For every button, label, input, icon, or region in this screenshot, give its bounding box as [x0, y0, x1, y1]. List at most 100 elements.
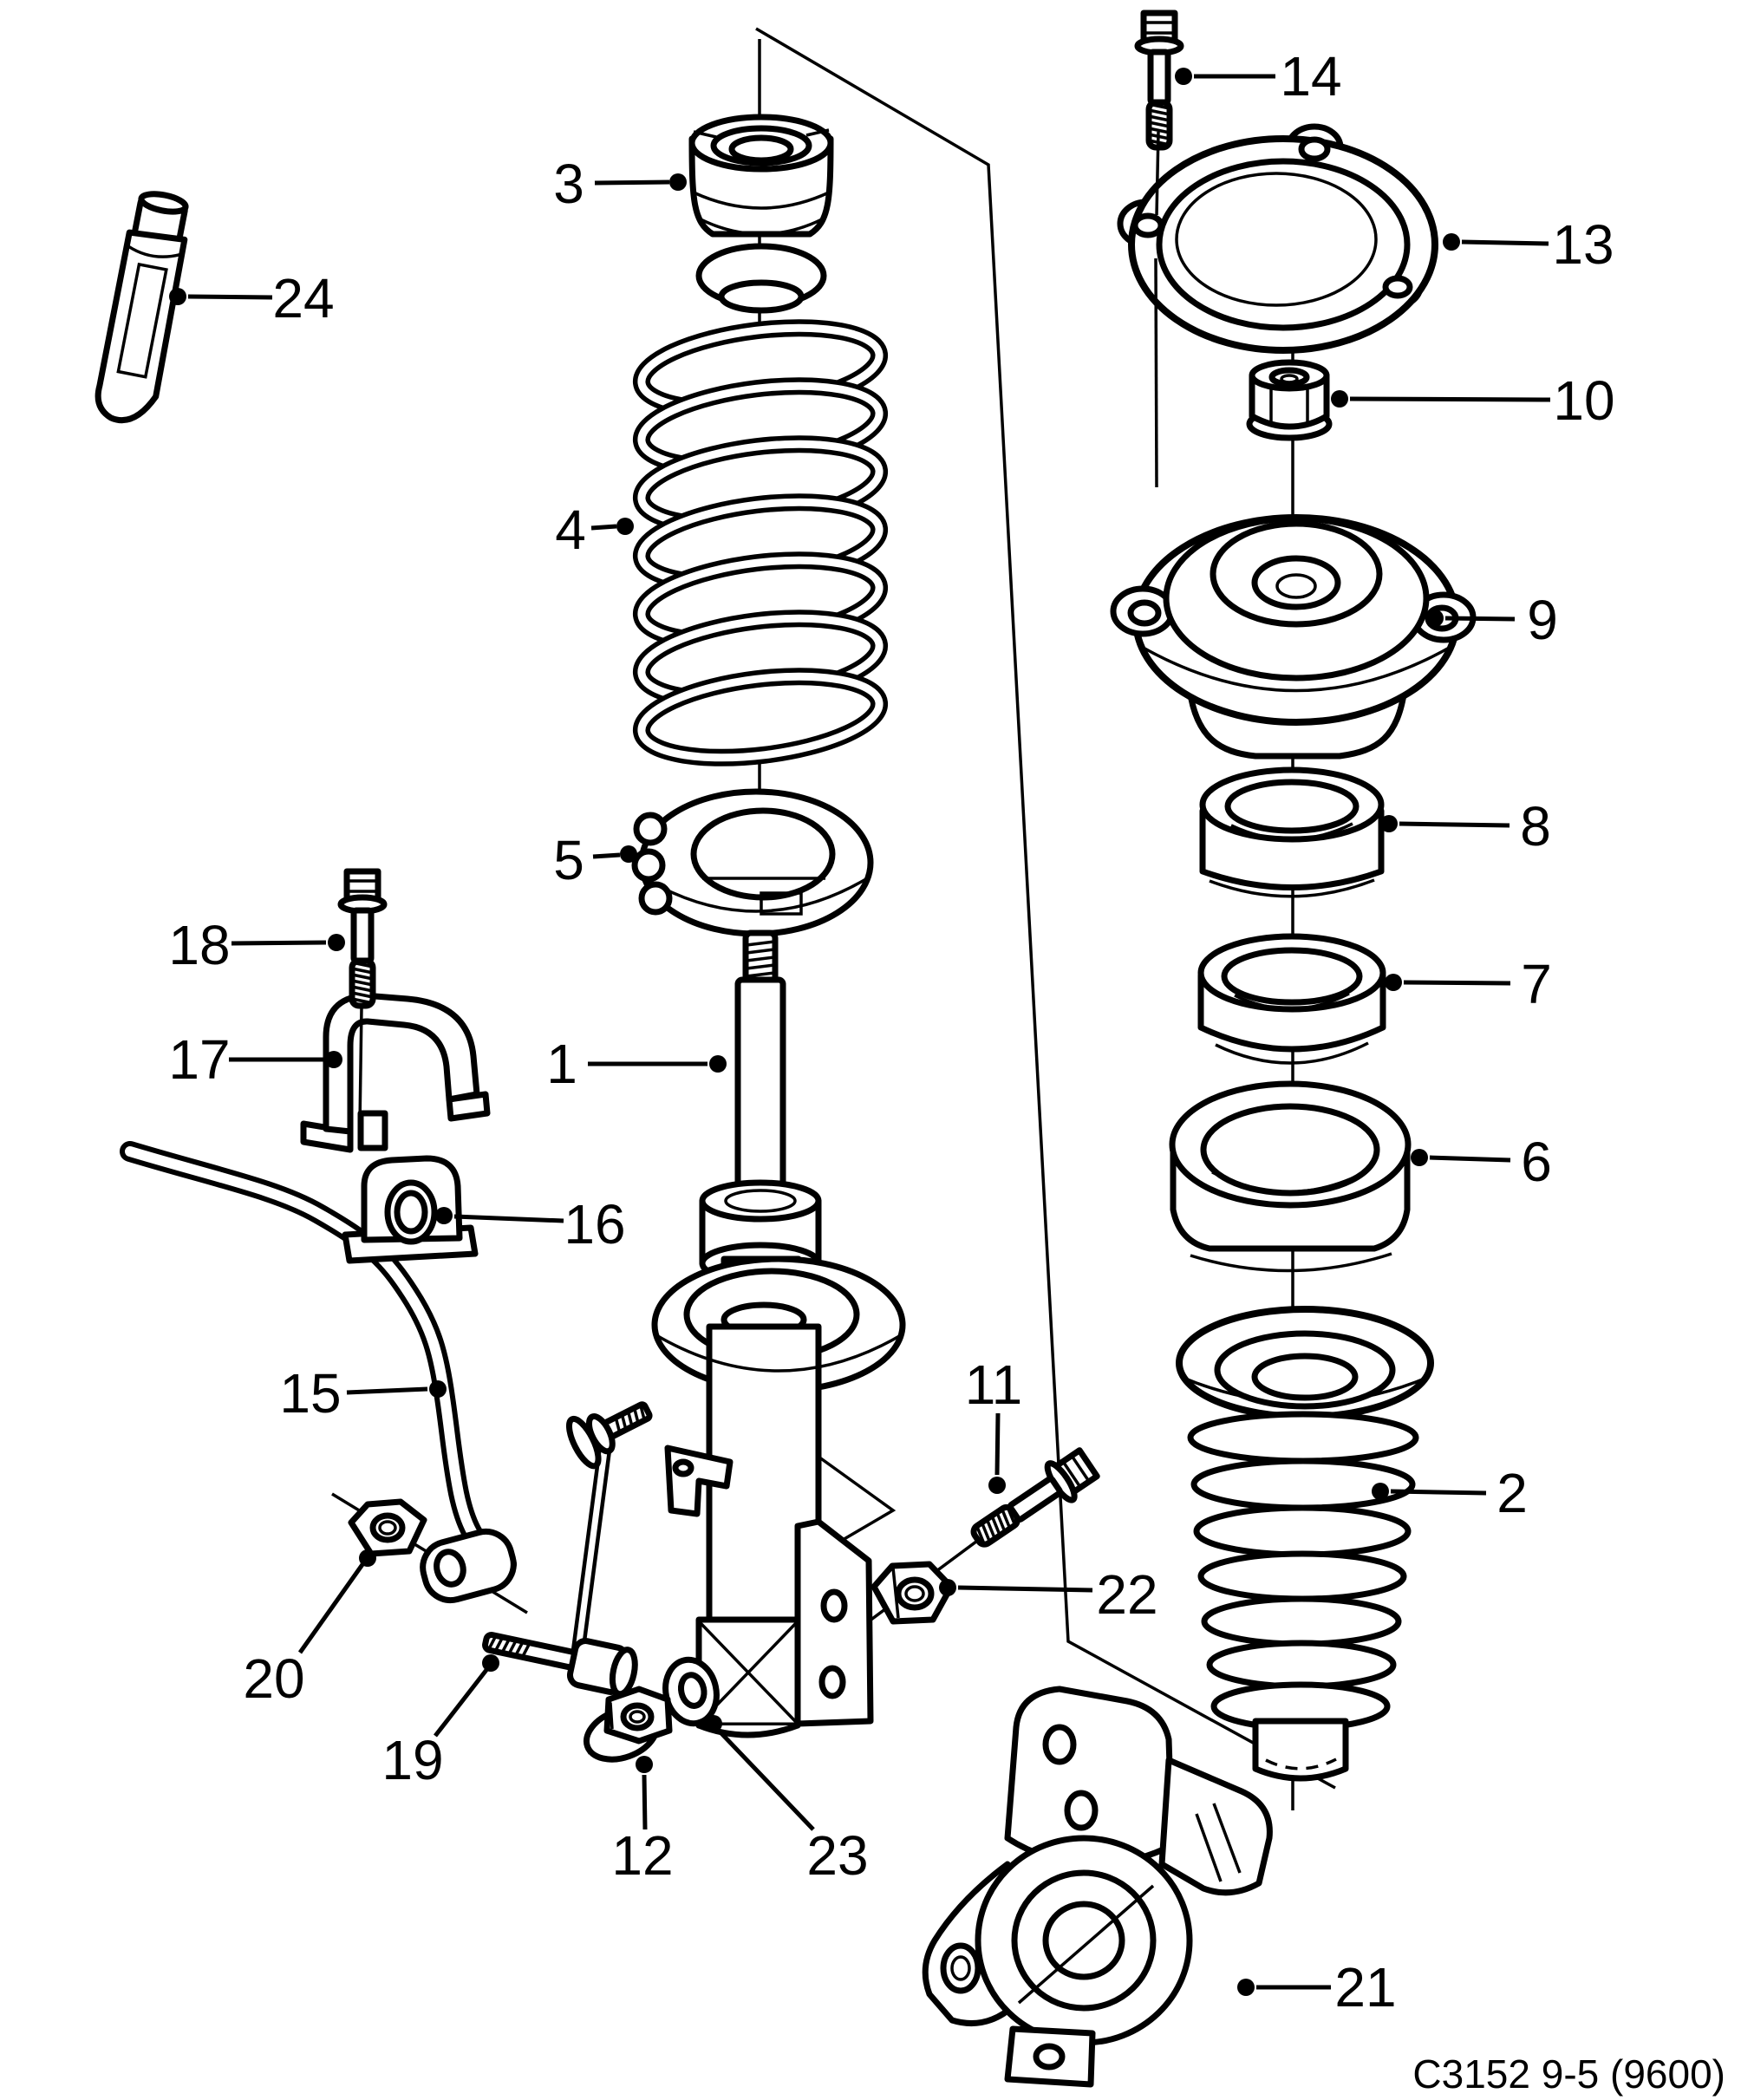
leader-dot	[709, 1055, 727, 1073]
leader-line	[592, 852, 621, 859]
callout-11-bolt[interactable]: 11	[965, 1353, 1022, 1494]
callout-14-flange-bolt[interactable]: 14	[1175, 45, 1342, 108]
leader-dot	[482, 1654, 499, 1672]
callout-number-13[interactable]: 13	[1552, 213, 1614, 276]
part-coil-spring-4	[632, 319, 889, 766]
leader-line	[590, 524, 617, 531]
part-bump-stop-3	[688, 114, 834, 314]
callout-8-bearing[interactable]: 8	[1380, 795, 1551, 858]
callout-3-bump-stop[interactable]: 3	[553, 153, 687, 215]
callout-number-7[interactable]: 7	[1521, 953, 1552, 1015]
leader-dot	[169, 288, 186, 305]
leader-dot	[325, 1051, 342, 1068]
callout-number-14[interactable]: 14	[1280, 45, 1341, 108]
callout-16-stabilizer-bushing[interactable]: 16	[435, 1193, 626, 1255]
callout-number-23[interactable]: 23	[806, 1824, 868, 1887]
part-cover-plate-13	[1117, 123, 1438, 354]
leader-line	[1429, 1155, 1511, 1163]
callout-number-17[interactable]: 17	[168, 1028, 230, 1091]
callout-21-steering-knuckle[interactable]: 21	[1237, 1956, 1397, 2018]
leader-line	[957, 1585, 1093, 1593]
callout-number-12[interactable]: 12	[611, 1824, 673, 1887]
leader-line	[297, 1562, 366, 1654]
leader-line	[717, 1729, 815, 1831]
leader-line	[453, 1214, 564, 1223]
leader-dot	[616, 518, 634, 535]
leader-line	[1461, 239, 1549, 246]
callout-number-5[interactable]: 5	[553, 829, 584, 891]
leader-line	[1390, 1489, 1487, 1496]
leader-line	[642, 1774, 648, 1830]
callout-number-1[interactable]: 1	[546, 1033, 577, 1095]
leader-dot	[1175, 68, 1192, 85]
callout-24-protective-sleeve[interactable]: 24	[169, 267, 335, 329]
callout-4-coil-spring[interactable]: 4	[555, 499, 634, 561]
leader-dot	[1426, 610, 1444, 627]
callout-number-4[interactable]: 4	[555, 499, 586, 561]
callout-number-6[interactable]: 6	[1521, 1131, 1552, 1193]
callout-number-8[interactable]: 8	[1520, 795, 1551, 858]
part-steering-knuckle-21	[922, 1686, 1273, 2088]
callout-13-cover-plate[interactable]: 13	[1443, 213, 1614, 276]
callout-22-nut[interactable]: 22	[939, 1563, 1158, 1626]
callout-number-19[interactable]: 19	[381, 1729, 443, 1791]
callout-number-15[interactable]: 15	[279, 1362, 341, 1425]
leader-dot	[1372, 1483, 1389, 1500]
callout-number-18[interactable]: 18	[168, 914, 230, 976]
part-protective-sleeve-24	[95, 191, 189, 424]
callout-1-strut-shock-absorber[interactable]: 1	[546, 1033, 727, 1095]
leader-line	[231, 940, 327, 946]
callout-2-protective-boot[interactable]: 2	[1372, 1462, 1528, 1524]
callout-9-strut-mount[interactable]: 9	[1426, 589, 1558, 651]
callout-17-clamp-bracket[interactable]: 17	[168, 1028, 342, 1091]
leader-dot	[988, 1477, 1006, 1494]
callout-number-16[interactable]: 16	[564, 1193, 625, 1255]
leader-line	[594, 179, 670, 186]
callout-5-spring-seat-plate[interactable]: 5	[553, 829, 637, 891]
callout-18-flange-bolt[interactable]: 18	[168, 914, 345, 976]
leader-dot	[1237, 1979, 1255, 1996]
callout-number-2[interactable]: 2	[1496, 1462, 1528, 1524]
callout-number-9[interactable]: 9	[1527, 589, 1558, 651]
callout-number-3[interactable]: 3	[553, 153, 584, 215]
callout-number-22[interactable]: 22	[1096, 1563, 1157, 1626]
callout-15-stabilizer-bar[interactable]: 15	[279, 1362, 447, 1425]
leader-dot	[359, 1549, 376, 1567]
part-stabilizer-bushing-16	[342, 1155, 479, 1264]
callout-6-upper-spring-seat[interactable]: 6	[1411, 1131, 1552, 1193]
leader-line	[346, 1386, 428, 1395]
part-flange-nut-12	[583, 1686, 673, 1763]
callout-number-10[interactable]: 10	[1553, 369, 1614, 432]
part-protective-boot-2	[1176, 1306, 1434, 1782]
leader-dot	[939, 1579, 956, 1596]
callout-19-stabilizer-link[interactable]: 19	[381, 1654, 499, 1791]
part-strut-mount-9	[1110, 514, 1477, 760]
leader-dot	[328, 934, 345, 951]
leader-dot	[636, 1756, 653, 1773]
callout-number-11[interactable]: 11	[965, 1353, 1022, 1416]
leader-dot	[669, 173, 687, 191]
callout-12-flange-nut[interactable]: 12	[611, 1756, 674, 1887]
callout-number-24[interactable]: 24	[272, 267, 334, 329]
callout-23-washer[interactable]: 23	[705, 1715, 869, 1887]
part-support-ring-7	[1197, 933, 1386, 1065]
leader-dot	[1411, 1149, 1428, 1166]
callout-number-21[interactable]: 21	[1334, 1956, 1396, 2018]
part-clamp-bracket-17	[300, 992, 491, 1153]
diagram-code: C3152 9-5 (9600)	[1412, 2051, 1725, 2097]
callout-10-nut[interactable]: 10	[1331, 369, 1615, 432]
leader-line	[1349, 396, 1551, 402]
callout-number-20[interactable]: 20	[243, 1647, 304, 1710]
leader-dot	[429, 1380, 447, 1398]
leader-dot	[1331, 390, 1348, 408]
leader-dot	[435, 1207, 453, 1224]
callout-20-nut[interactable]: 20	[243, 1549, 376, 1710]
part-nut-22	[870, 1561, 955, 1625]
leader-dot	[1380, 815, 1398, 832]
part-upper-spring-seat-6	[1169, 1080, 1412, 1273]
part-bolt-14	[1138, 13, 1181, 147]
callout-7-support-ring[interactable]: 7	[1385, 953, 1552, 1015]
leader-line	[434, 1668, 488, 1738]
